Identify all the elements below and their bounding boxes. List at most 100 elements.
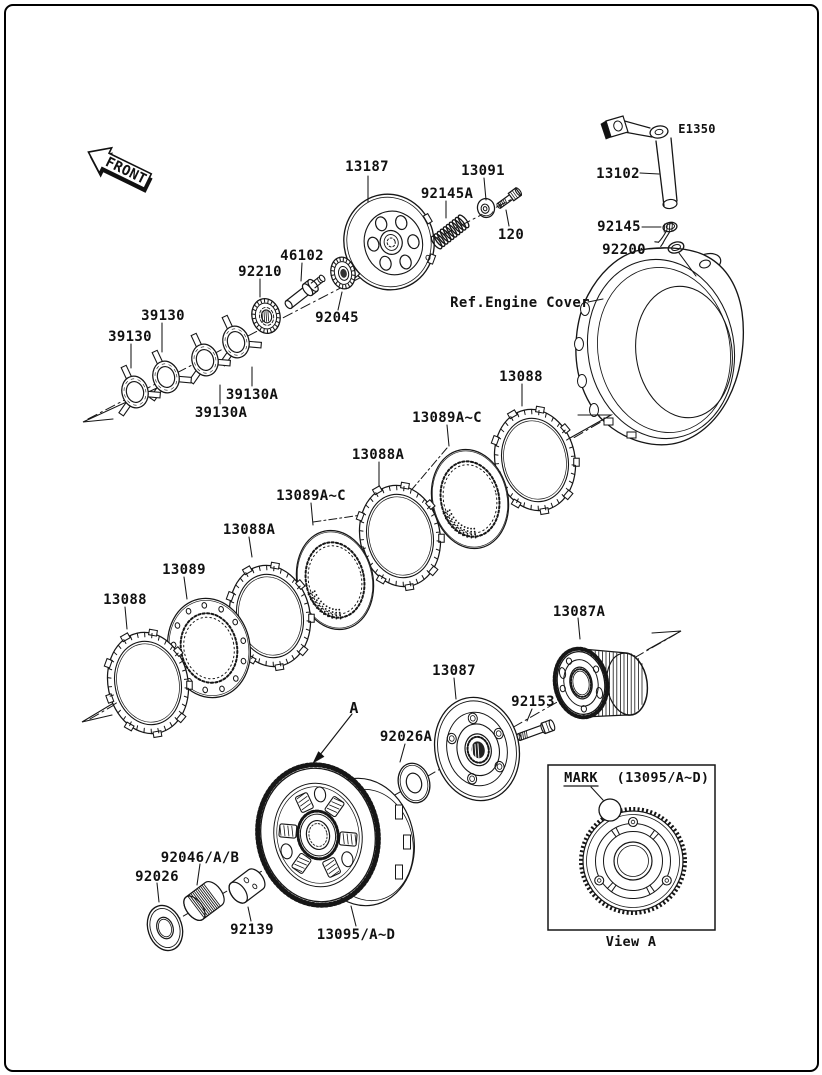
shape	[662, 198, 678, 210]
clutch-housing-13095-drawing	[255, 762, 381, 908]
shape	[500, 428, 505, 433]
shape	[251, 313, 256, 315]
shape	[339, 256, 341, 262]
shape	[530, 504, 532, 511]
leader-line	[639, 172, 660, 175]
view-a-frame	[547, 764, 716, 931]
shape	[279, 568, 282, 574]
shape	[405, 772, 423, 794]
shape	[355, 510, 365, 522]
part-label-13088-2: 13088	[103, 592, 147, 608]
rivet-hole	[240, 637, 247, 645]
shape	[179, 660, 184, 664]
shape	[667, 241, 685, 254]
shape	[657, 230, 668, 243]
shape	[146, 390, 162, 399]
shape	[422, 498, 426, 503]
shape	[291, 655, 295, 660]
shape	[351, 278, 355, 281]
shape	[371, 485, 383, 496]
steel-plate-13089AC-drawing	[295, 529, 375, 631]
friction-tab	[172, 646, 184, 658]
friction-tab	[573, 457, 580, 467]
shape	[258, 565, 261, 572]
shape	[652, 833, 660, 840]
shape	[251, 317, 256, 320]
shape	[610, 884, 617, 893]
hub-boss	[494, 760, 505, 773]
shape	[347, 283, 351, 288]
shape	[655, 140, 665, 207]
shape	[439, 228, 452, 243]
shape	[480, 211, 494, 217]
shape	[395, 580, 397, 587]
part-label-39130A-2: 39130A	[195, 405, 248, 421]
shape	[572, 670, 590, 696]
stipple-dot	[315, 599, 318, 602]
shape	[573, 457, 580, 467]
cover-bolt-ear	[580, 302, 590, 316]
part-label-39130A-1: 39130A	[226, 387, 279, 403]
shape	[152, 730, 163, 739]
shape	[183, 616, 235, 680]
shape	[109, 694, 114, 697]
shape	[381, 488, 385, 494]
stipple-dot	[449, 520, 452, 522]
shape	[276, 786, 360, 884]
rivet-hole	[202, 686, 209, 694]
stipple-dot	[311, 591, 314, 594]
shape	[103, 657, 113, 669]
leader-line	[337, 291, 343, 311]
shape	[259, 298, 263, 304]
shape	[430, 235, 443, 250]
shape	[294, 579, 306, 591]
shape	[649, 884, 656, 893]
stipple-dot	[335, 617, 338, 620]
gear-teeth	[579, 807, 687, 915]
clutch-spring-92145A-drawing	[430, 214, 470, 250]
bearing-92045-drawing	[330, 256, 356, 290]
shape	[306, 620, 312, 622]
shape	[298, 857, 310, 863]
shape	[359, 539, 365, 541]
shape	[649, 125, 669, 139]
axis-arrow	[646, 630, 682, 651]
stipple-dot	[460, 524, 463, 527]
shape	[292, 867, 303, 872]
shape	[539, 507, 550, 516]
shape	[255, 762, 381, 908]
shape	[245, 572, 249, 577]
shape	[226, 331, 246, 353]
shape	[117, 709, 121, 714]
shape	[186, 680, 193, 690]
shape	[523, 409, 526, 416]
shape	[267, 298, 269, 304]
view-a-gear	[579, 807, 687, 915]
shape	[231, 592, 237, 596]
stipple-dot	[331, 616, 334, 619]
leader-line	[483, 177, 487, 201]
shape	[349, 281, 354, 285]
shape	[649, 829, 656, 838]
shape	[287, 825, 290, 837]
needle	[195, 889, 213, 913]
stipple-dot	[331, 608, 334, 610]
shape	[183, 678, 189, 680]
stipple-dot	[328, 609, 331, 612]
washer-arm	[247, 340, 263, 349]
shape	[330, 274, 335, 277]
shape	[671, 222, 673, 232]
shape	[514, 187, 523, 197]
friction-tab	[559, 423, 571, 435]
face-slot	[595, 687, 604, 699]
shape	[326, 863, 336, 871]
shape	[253, 304, 258, 308]
stipple-dot	[325, 605, 328, 608]
stipple-dot	[444, 517, 447, 520]
shape	[291, 825, 294, 837]
shape	[456, 723, 500, 777]
friction-tab	[427, 565, 439, 577]
shape	[427, 565, 439, 577]
shape	[436, 230, 449, 245]
shape	[565, 487, 570, 492]
